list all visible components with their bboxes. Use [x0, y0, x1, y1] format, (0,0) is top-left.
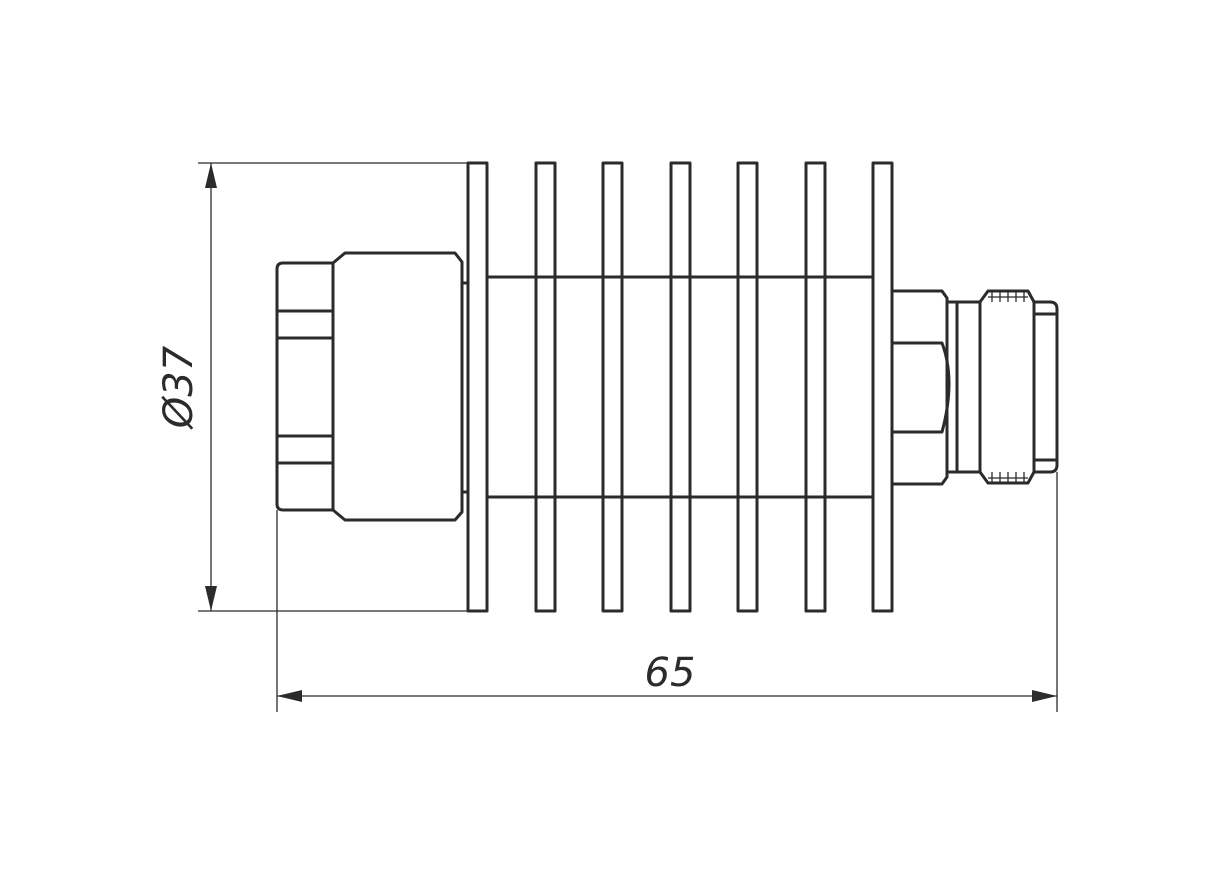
fin-5: [736, 161, 759, 613]
heatsink-core: [487, 275, 873, 499]
heatsink-fins: [466, 161, 894, 613]
fin-6: [804, 161, 827, 613]
fin-7: [871, 161, 894, 613]
arrow-up-icon: [205, 163, 217, 188]
length-dimension: 65: [276, 472, 1058, 712]
hex-nut: [275, 261, 335, 512]
arrow-down-icon: [205, 586, 217, 611]
fin-2: [534, 161, 557, 613]
fin-4: [669, 161, 692, 613]
female-connector: [892, 289, 1059, 486]
length-label: 65: [645, 650, 696, 696]
diameter-label: Ø37: [156, 345, 202, 430]
arrow-left-icon: [277, 690, 302, 702]
arrow-right-icon: [1032, 690, 1057, 702]
fin-1: [466, 161, 489, 613]
coupling-body: [332, 251, 468, 522]
fin-3: [601, 161, 624, 613]
diameter-dimension: Ø37: [156, 162, 468, 612]
